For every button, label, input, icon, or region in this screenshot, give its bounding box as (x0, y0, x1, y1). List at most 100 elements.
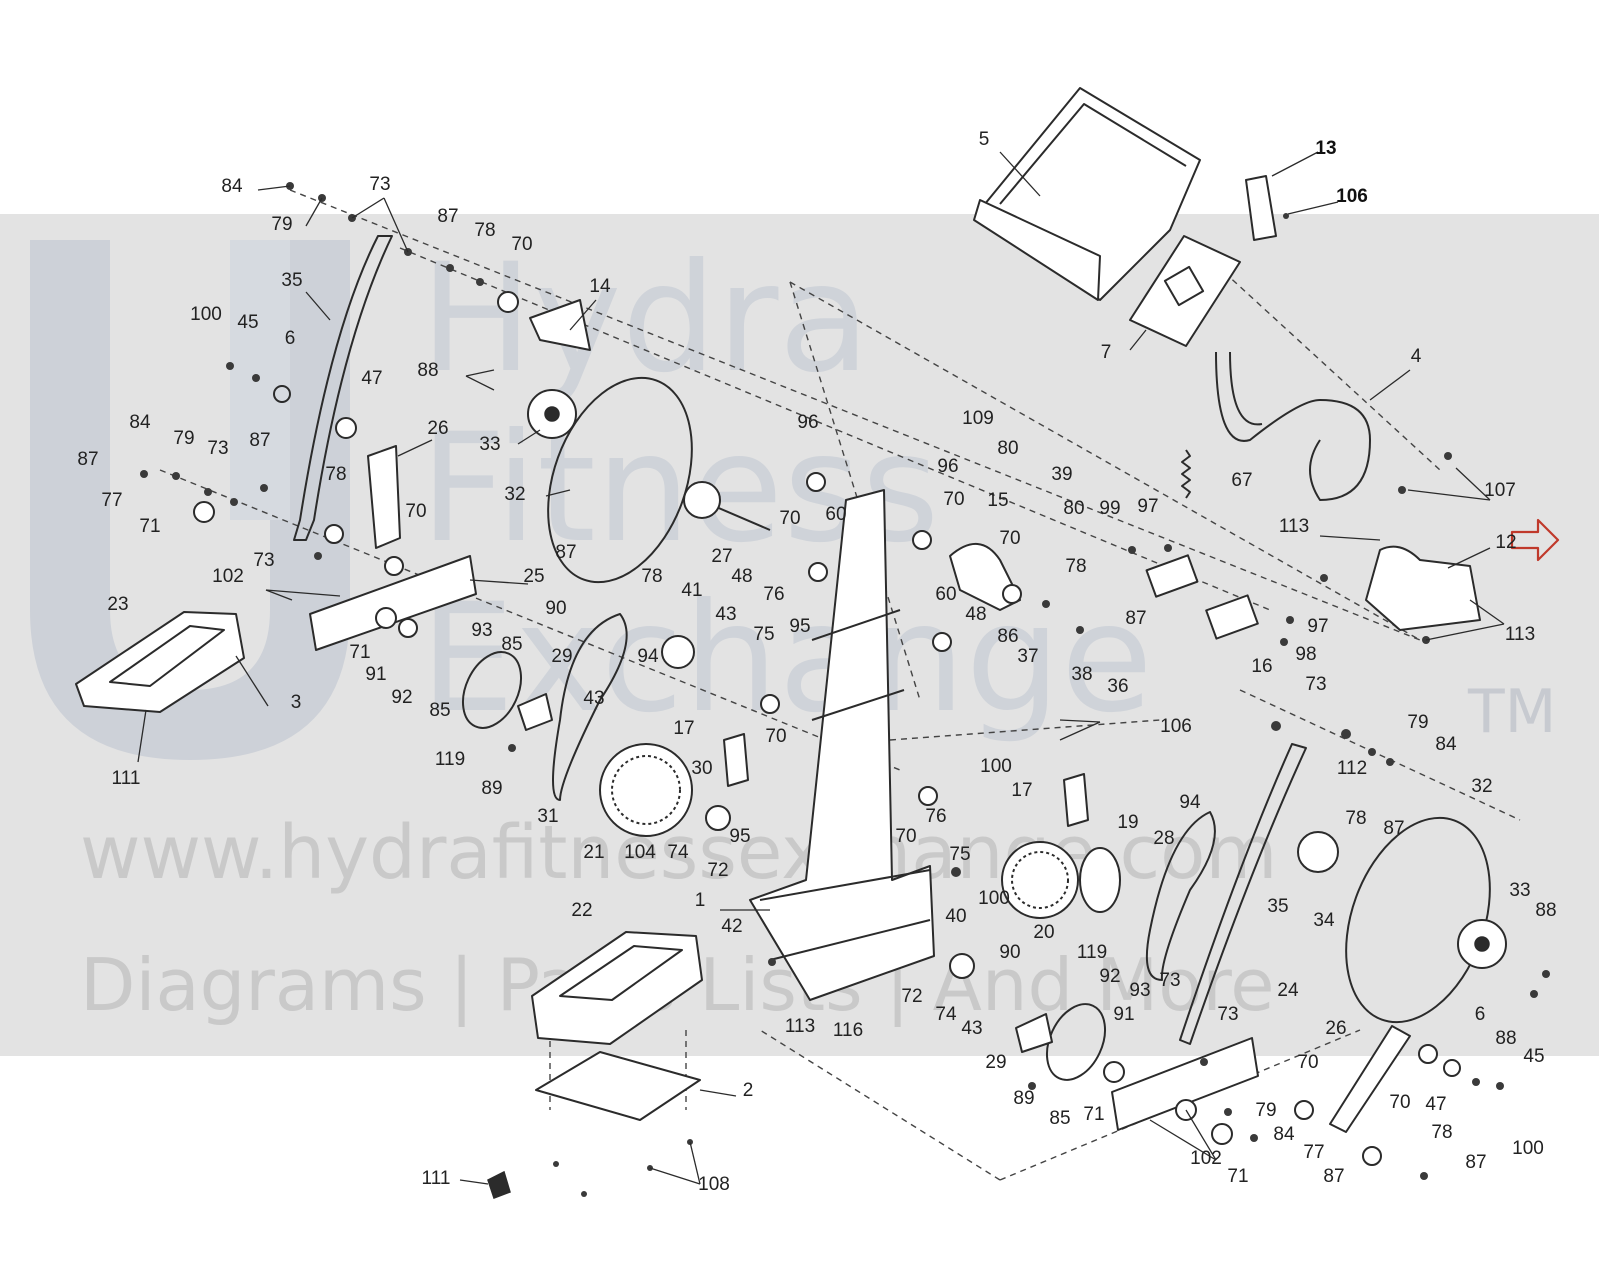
belt-part-31 (552, 613, 628, 801)
callout-part-87: 87 (1383, 818, 1404, 839)
callout-part-113: 113 (1505, 624, 1535, 645)
callout-part-43: 43 (961, 1018, 982, 1039)
handlebar-inner (1229, 351, 1263, 426)
callout-part-94: 94 (637, 646, 659, 667)
callout-part-21: 21 (583, 842, 604, 863)
console-base (973, 199, 1101, 301)
bearing-70i (1294, 1100, 1314, 1120)
bolt-79b (204, 488, 212, 496)
left-pedal-part-23 (75, 611, 245, 713)
callout-part-60: 60 (935, 584, 956, 605)
callout-part-80: 80 (997, 438, 1018, 459)
bearing-70a (497, 291, 519, 313)
bearing-71c (1103, 1061, 1125, 1083)
hardware (140, 182, 1550, 1197)
bolt-107b (1398, 486, 1406, 494)
callout-part-90: 90 (999, 942, 1020, 963)
nut-73e (1271, 721, 1281, 731)
callout-part-27: 27 (711, 546, 732, 567)
callout-part-78: 78 (1345, 808, 1366, 829)
gear-part-41 (661, 635, 695, 669)
left-crank-part-26 (367, 445, 401, 549)
callout-part-16: 16 (1251, 656, 1272, 677)
callout-part-100: 100 (980, 756, 1012, 777)
bolt-42 (768, 958, 776, 966)
callout-part-33: 33 (1509, 880, 1530, 901)
callout-part-88: 88 (1495, 1028, 1516, 1049)
flywheel-part-20 (1001, 841, 1079, 919)
bolt-100a (226, 362, 234, 370)
bearing-70f (1002, 584, 1022, 604)
cover-part-12 (1365, 545, 1481, 631)
callout-part-104: 104 (624, 842, 656, 863)
callout-part-75: 75 (753, 624, 774, 645)
hub-part-34 (1297, 831, 1339, 873)
callout-part-43: 43 (715, 604, 736, 625)
callout-part-79: 79 (1407, 712, 1428, 733)
bearing-70h (918, 786, 938, 806)
watermark: Hydra Fitness Exchange TM www.hydrafitne… (0, 214, 1599, 1056)
callout-part-33: 33 (479, 434, 500, 455)
callout-part-100: 100 (190, 304, 222, 325)
callout-part-28: 28 (1153, 828, 1174, 849)
callout-part-107: 107 (1484, 480, 1516, 501)
callout-part-93: 93 (471, 620, 492, 641)
callout-part-67: 67 (1231, 470, 1252, 491)
callout-part-45: 45 (1523, 1046, 1544, 1067)
callout-part-96: 96 (937, 456, 958, 477)
bracket-part-29-left (517, 693, 553, 731)
holder-part-7 (1129, 235, 1241, 347)
callout-part-102: 102 (1190, 1148, 1222, 1169)
callout-part-20: 20 (1033, 922, 1054, 943)
disc-part-119-left (461, 651, 523, 729)
right-crank-part-26 (1329, 1025, 1411, 1133)
callout-part-94: 94 (1179, 792, 1201, 813)
callout-part-97: 97 (1307, 616, 1328, 637)
callout-part-84: 84 (1435, 734, 1457, 755)
watermark-tm: TM (1467, 677, 1556, 747)
callout-part-85: 85 (501, 634, 522, 655)
disc-part-119-right (1045, 1003, 1107, 1081)
callout-part-34: 34 (1313, 910, 1335, 931)
bolt-79d (1224, 1108, 1232, 1116)
ring-6a (273, 385, 291, 403)
callout-part-96: 96 (797, 412, 818, 433)
axis-left-pedal (159, 469, 901, 771)
callout-part-72: 72 (901, 986, 922, 1007)
callout-part-90: 90 (545, 598, 566, 619)
right-pedal-arm-part-24 (1111, 1037, 1259, 1131)
callout-part-24: 24 (1277, 980, 1299, 1001)
callout-part-106: 106 (1160, 716, 1192, 737)
left-pedal-tread (109, 625, 225, 687)
callout-part-78: 78 (1065, 556, 1086, 577)
bolt-88a (1530, 990, 1538, 998)
bolt-87b (140, 470, 148, 478)
pedal-plate-part-2 (535, 1051, 701, 1121)
callout-part-70: 70 (999, 528, 1020, 549)
callout-part-76: 76 (925, 806, 946, 827)
callout-part-99: 99 (1099, 498, 1120, 519)
callout-part-73: 73 (1217, 1004, 1238, 1025)
callout-part-113: 113 (785, 1016, 815, 1037)
callout-part-71: 71 (349, 642, 370, 663)
axis-bottom-right (999, 1029, 1361, 1181)
callout-part-60: 60 (825, 504, 846, 525)
callout-part-26: 26 (427, 418, 448, 439)
callout-part-73: 73 (369, 174, 390, 195)
callout-part-78: 78 (641, 566, 662, 587)
washer-45b (1472, 1078, 1480, 1086)
flywheel-20-ring (1011, 851, 1069, 909)
assembly-axes (159, 189, 1521, 1181)
callout-part-38: 38 (1071, 664, 1092, 685)
screw-106 (1283, 213, 1289, 219)
bearing-70e (912, 530, 932, 550)
callout-part-13: 13 (1315, 138, 1336, 159)
shaft-flange (683, 481, 721, 519)
screw-108a (581, 1191, 587, 1197)
pulley-part-19 (1079, 847, 1121, 913)
callout-part-111: 111 (112, 768, 141, 789)
grip-part-13 (1245, 175, 1277, 241)
left-arm-part-35 (293, 235, 393, 541)
callout-part-87: 87 (1465, 1152, 1486, 1173)
